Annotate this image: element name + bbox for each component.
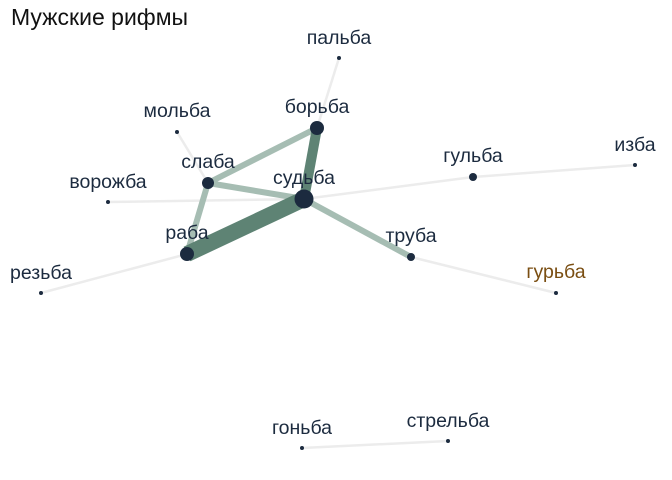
node-truba: [407, 253, 415, 261]
node-palba: [337, 56, 341, 60]
edge-vorozhba-sudba: [107, 197, 305, 204]
node-label-palba: пальба: [307, 27, 372, 49]
node-gurba: [554, 291, 558, 295]
edge-rezba-raba: [40, 252, 188, 295]
node-label-borba: борьба: [285, 96, 350, 118]
node-label-rezba: резьба: [10, 262, 72, 284]
node-izba: [633, 163, 637, 167]
chart-title: Мужские рифмы: [11, 4, 189, 30]
edge-palba-borba: [315, 57, 341, 129]
node-molba: [175, 130, 179, 134]
edge-molba-slaba: [175, 131, 210, 184]
edge-slaba-raba: [184, 182, 211, 255]
edge-borba-sudba: [299, 127, 322, 200]
edge-sudba-truba: [302, 196, 413, 260]
node-label-raba: раба: [165, 222, 208, 244]
node-label-gonba: гоньба: [272, 417, 332, 439]
node-label-vorozhba: ворожба: [69, 171, 146, 193]
edges-layer: [40, 57, 636, 450]
node-label-molba: мольба: [144, 100, 211, 122]
node-slaba: [202, 177, 214, 189]
nodes-layer: [39, 56, 637, 450]
edge-sudba-gulba: [303, 175, 474, 201]
node-label-izba: изба: [614, 134, 655, 156]
node-sudba: [294, 189, 314, 209]
edge-borba-slaba: [206, 125, 319, 186]
node-raba: [180, 247, 194, 261]
node-label-slaba: слаба: [181, 151, 235, 173]
edge-gonba-strelba: [301, 439, 449, 450]
node-borba: [310, 121, 324, 135]
node-label-gurba: гурьба: [526, 261, 585, 283]
node-strelba: [446, 439, 450, 443]
node-label-gulba: гульба: [443, 145, 503, 167]
node-label-strelba: стрельба: [407, 410, 490, 432]
edge-slaba-sudba: [207, 180, 305, 202]
node-label-sudba: судьба: [273, 167, 335, 189]
edge-truba-gurba: [410, 255, 557, 295]
node-vorozhba: [106, 200, 110, 204]
labels-layer: пальба борьба мольба слаба судьба гульба изба в…: [10, 27, 656, 439]
edge-raba-sudba: [183, 191, 308, 262]
node-gonba: [300, 446, 304, 450]
node-gulba: [469, 173, 477, 181]
node-rezba: [39, 291, 43, 295]
node-label-truba: труба: [385, 225, 436, 247]
edge-gulba-izba: [472, 163, 636, 179]
